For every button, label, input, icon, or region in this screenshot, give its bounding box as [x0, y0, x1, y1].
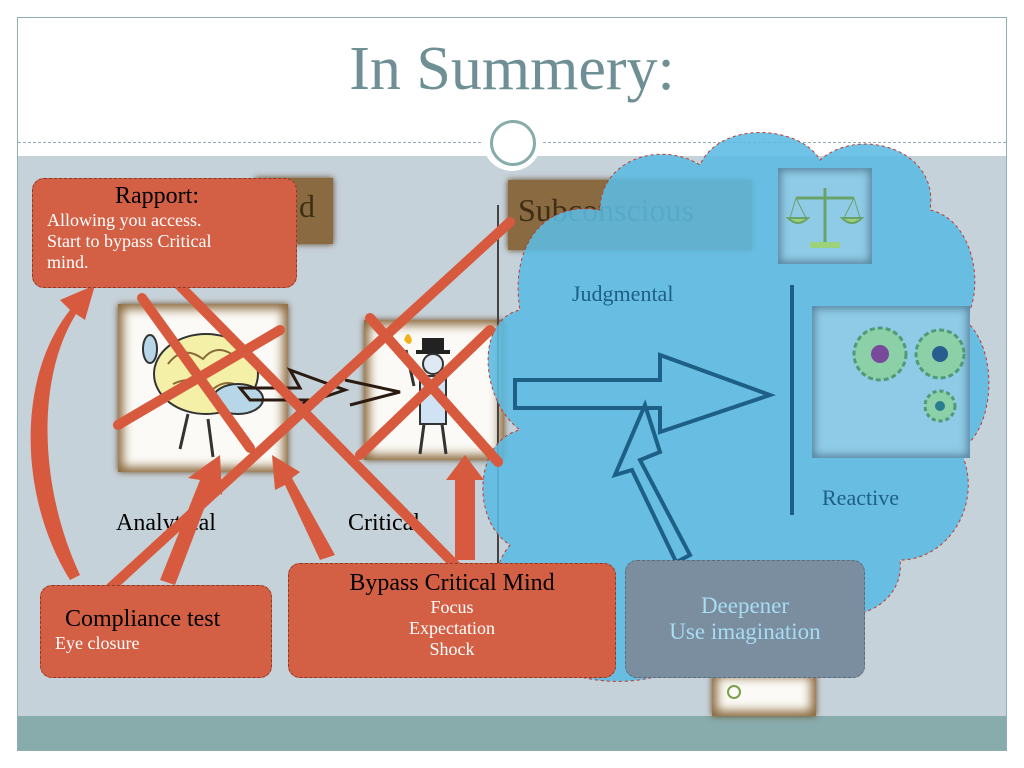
critical-arrow-head-icon [344, 378, 401, 407]
bypass-line: Expectation [409, 618, 495, 638]
judgmental-label: Judgmental [572, 281, 674, 306]
gears-icon [852, 326, 966, 423]
compliance-arrow-icon [160, 455, 222, 585]
deepener-callout: Deepener Use imagination [625, 560, 865, 678]
loop-up-arrow-icon [30, 285, 95, 580]
rapport-line: Allowing you access. [47, 210, 202, 230]
compliance-heading: Compliance test [65, 606, 221, 632]
bypass-heading: Bypass Critical Mind [349, 570, 555, 596]
bypass-callout: Bypass Critical Mind Focus Expectation S… [288, 563, 616, 678]
deepener-arrow-icon [611, 399, 693, 573]
compliance-line: Eye closure [55, 633, 140, 653]
divider-ring-inner [490, 120, 536, 166]
bypass-line: Focus [430, 597, 474, 617]
bypass-up-arrow-icon [446, 455, 484, 560]
bypass-left-arrow-icon [272, 455, 335, 560]
slide-title: In Summery: [349, 35, 675, 103]
partial-sketch-icon [727, 685, 741, 699]
scales-icon [785, 188, 865, 248]
rapport-line: mind. [47, 252, 89, 272]
reactive-label: Reactive [822, 485, 899, 510]
scales-image [778, 168, 872, 264]
cloud-arrow-icon [513, 352, 777, 435]
rapport-callout: Rapport: Allowing you access. Start to b… [32, 178, 297, 288]
deepener-heading: Deepener [700, 593, 790, 618]
deepener-line: Use imagination [669, 619, 821, 644]
red-arrows [30, 285, 484, 585]
rapport-line: Start to bypass Critical [47, 231, 212, 251]
bottom-bar [18, 716, 1006, 750]
rapport-heading: Rapport: [115, 183, 199, 209]
slide-frame [17, 17, 1007, 751]
mind-tag-label: d [299, 188, 315, 224]
compliance-callout: Compliance test Eye closure [40, 585, 272, 678]
bottom-partial-image [712, 672, 816, 716]
bypass-line: Shock [429, 639, 475, 659]
gears-image [812, 306, 970, 458]
